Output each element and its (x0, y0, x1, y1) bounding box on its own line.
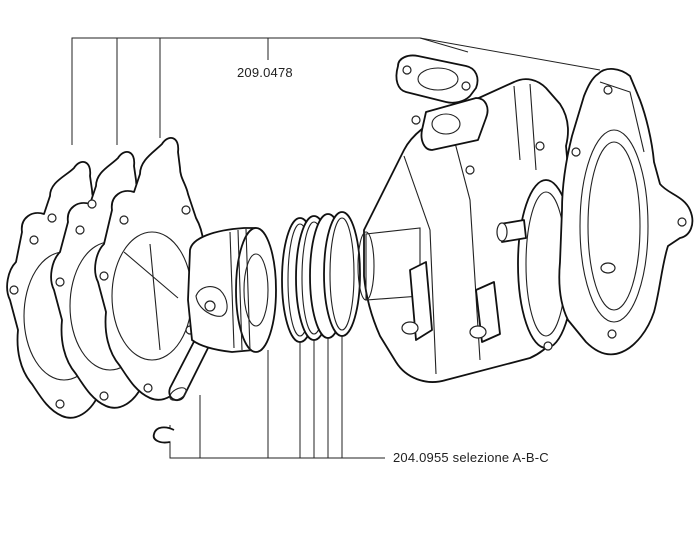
circlip (152, 426, 175, 444)
part-number-piston-kit: 204.0955 selezione A-B-C (393, 450, 549, 465)
piston (187, 227, 277, 353)
leader-lines-top (71, 37, 601, 145)
part-number-gasket-set: 209.0478 (237, 65, 293, 80)
cylinder (357, 78, 577, 383)
head-gasket (558, 68, 694, 356)
piston-rings (281, 211, 361, 343)
exhaust-gasket (395, 54, 479, 104)
